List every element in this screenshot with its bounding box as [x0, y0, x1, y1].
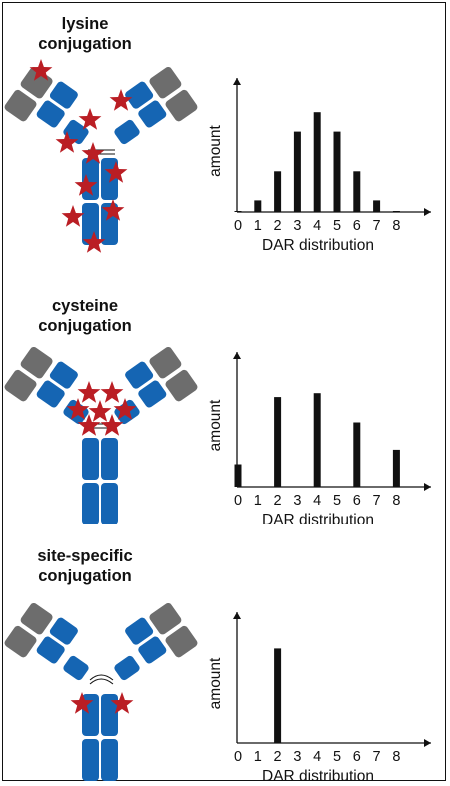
x-tick-label: 0	[234, 749, 242, 765]
y-axis-label: amount	[207, 124, 224, 176]
x-axis-label: DAR distribution	[262, 768, 374, 785]
panel-title: cysteine conjugation	[5, 296, 165, 336]
x-tick-label: 4	[313, 749, 321, 765]
antibody-shape	[3, 65, 199, 246]
star-icon-group	[66, 381, 137, 436]
x-tick-label: 7	[373, 218, 381, 234]
x-tick-label: 2	[274, 218, 282, 234]
x-tick-label: 5	[333, 493, 341, 509]
x-tick-label: 7	[373, 749, 381, 765]
panel-title-line: conjugation	[38, 567, 132, 585]
x-tick-label: 5	[333, 218, 341, 234]
star-icon	[55, 131, 79, 153]
bar	[353, 422, 361, 487]
x-tick-label: 8	[392, 749, 400, 765]
star-icon	[66, 398, 90, 420]
bar	[293, 131, 301, 212]
x-tick-label: 7	[373, 493, 381, 509]
x-tick-label: 3	[293, 218, 301, 234]
bar	[392, 449, 400, 487]
star-icon	[77, 381, 101, 403]
star-icon	[78, 108, 102, 130]
star-icon	[100, 414, 124, 436]
x-tick-label: 6	[353, 218, 361, 234]
bar	[333, 131, 341, 212]
x-tick-label: 4	[313, 218, 321, 234]
bar	[254, 200, 262, 212]
panel-title: site-specific conjugation	[5, 546, 165, 586]
antibody-icon	[3, 345, 199, 524]
hinge	[89, 674, 114, 685]
star-icon-group	[70, 692, 134, 714]
star-icon	[101, 199, 125, 221]
star-icon	[88, 400, 112, 422]
panel-title: lysine conjugation	[5, 14, 165, 54]
x-tick-label: 1	[254, 218, 262, 234]
x-tick-label: 1	[254, 749, 262, 765]
antibody-shape	[3, 345, 199, 524]
y-axis-label: amount	[207, 657, 224, 709]
y-axis-arrow	[233, 612, 241, 619]
star-icon-group	[29, 59, 133, 253]
bar	[313, 393, 321, 487]
x-tick-label: 0	[234, 218, 242, 234]
x-tick-label: 4	[313, 493, 321, 509]
x-tick-label: 6	[353, 493, 361, 509]
y-axis-arrow	[233, 78, 241, 85]
panel-title-line: conjugation	[38, 35, 132, 53]
star-icon	[104, 161, 128, 183]
x-tick-label: 1	[254, 493, 262, 509]
bar	[274, 648, 282, 743]
x-axis-arrow	[424, 739, 431, 747]
x-tick-label: 6	[353, 749, 361, 765]
x-tick-label: 3	[293, 493, 301, 509]
antibody-icon	[3, 59, 199, 253]
panel-title-line: cysteine	[51, 297, 119, 315]
bar	[234, 464, 242, 487]
x-axis-arrow	[424, 208, 431, 216]
x-tick-label: 2	[274, 749, 282, 765]
panel-title-line: site-specific	[37, 547, 133, 565]
x-axis-arrow	[424, 483, 431, 491]
star-icon	[70, 692, 94, 714]
star-icon	[110, 692, 134, 714]
bar	[313, 112, 321, 212]
bar	[234, 211, 242, 212]
star-icon	[82, 231, 106, 253]
y-axis-arrow	[233, 352, 241, 359]
x-tick-label: 2	[274, 493, 282, 509]
x-tick-label: 8	[392, 218, 400, 234]
star-icon	[81, 142, 105, 164]
antibody-shape	[3, 601, 199, 781]
star-icon	[61, 205, 85, 227]
star-icon	[29, 59, 53, 81]
antibody-icon	[3, 601, 199, 781]
star-icon	[77, 414, 101, 436]
panel-title-line: lysine	[61, 15, 109, 33]
star-icon	[113, 398, 137, 420]
x-tick-label: 8	[392, 493, 400, 509]
x-axis-label: DAR distribution	[262, 237, 374, 254]
bar	[392, 211, 400, 212]
y-axis-label: amount	[207, 399, 224, 451]
x-tick-label: 3	[293, 749, 301, 765]
x-tick-label: 5	[333, 749, 341, 765]
bar	[274, 397, 282, 487]
bar	[274, 171, 282, 212]
bar	[353, 171, 361, 212]
x-axis-label: DAR distribution	[262, 512, 374, 524]
star-icon	[100, 381, 124, 403]
panel-title-line: conjugation	[38, 317, 132, 335]
star-icon	[109, 89, 133, 111]
bar	[373, 200, 381, 212]
star-icon	[74, 174, 98, 196]
x-tick-label: 0	[234, 493, 242, 509]
